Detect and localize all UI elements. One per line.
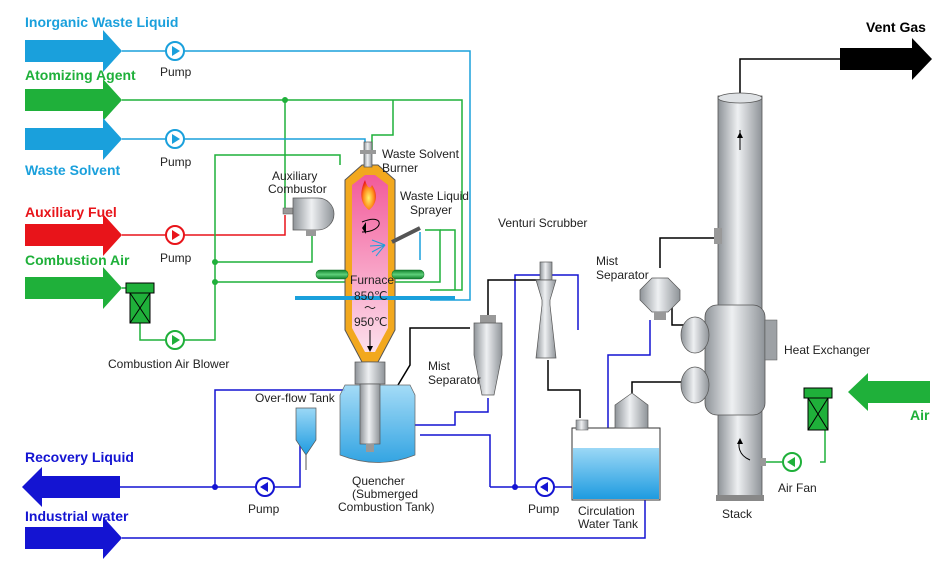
combustion-air-arrow [25, 267, 122, 309]
waste-liquid-sprayer-label-1: Waste Liquid [400, 189, 469, 203]
furnace-vessel [344, 164, 396, 363]
pump-solvent-label: Pump [160, 155, 192, 169]
venturi-to-tank-gas-line [547, 360, 581, 418]
air-fan-icon [760, 452, 802, 472]
mist-separator-2-label-2: Separator [596, 268, 649, 282]
pump-solvent-icon [165, 129, 185, 149]
waste-solvent-burner-label-1: Waste Solvent [382, 147, 460, 161]
auxiliary-combustor-label-2: Combustor [268, 182, 327, 196]
stack-column [714, 92, 764, 501]
recovery-liquid-label: Recovery Liquid [25, 449, 134, 465]
quencher-to-mist-gas-line [397, 327, 470, 386]
pump-circulation-label: Pump [528, 502, 560, 516]
waste-liquid-sprayer-icon [369, 226, 421, 257]
air-filter-icon [803, 387, 833, 431]
air-fan-line [820, 430, 826, 463]
waste-solvent-line [122, 138, 366, 160]
waste-solvent-burner-label-2: Burner [382, 161, 418, 175]
waste-solvent-label: Waste Solvent [25, 162, 121, 178]
air-arrow [848, 373, 930, 411]
combustion-air-blower-icon [165, 330, 185, 350]
furnace-temp-tilde: 〜 [364, 301, 376, 315]
pump-recovery-icon [255, 477, 275, 497]
pump-inorganic-label: Pump [160, 65, 192, 79]
quencher-recycle-line [214, 389, 345, 487]
venturi-scrubber-label: Venturi Scrubber [498, 216, 587, 230]
pump-fuel-label: Pump [160, 251, 192, 265]
overflow-tank-label: Over-flow Tank [255, 391, 336, 405]
circulation-to-quencher [420, 434, 491, 487]
mist-separator-1-label-2: Separator [428, 373, 481, 387]
mist-separator-1 [473, 315, 503, 396]
inorganic-waste-liquid-arrow [25, 30, 122, 72]
quencher-label-1: Quencher [352, 474, 405, 488]
atomizing-agent-label: Atomizing Agent [25, 67, 136, 83]
circulation-label-1: Circulation [578, 504, 635, 518]
quencher-vessel [339, 361, 416, 463]
atomizing-agent-arrow [25, 79, 122, 121]
combustion-air-branch-2 [215, 229, 441, 283]
furnace-label: Furnace [350, 273, 394, 287]
venturi-scrubber [535, 261, 557, 359]
industrial-water-arrow [25, 517, 122, 559]
circulation-to-mist [607, 320, 651, 440]
heat-exchanger-label: Heat Exchanger [784, 343, 870, 357]
tank-to-hx-gas-line [631, 381, 690, 395]
pump-recovery-label: Pump [248, 502, 280, 516]
auxiliary-fuel-arrow [25, 214, 122, 256]
furnace-temp-high: 850℃ [354, 289, 388, 303]
atomizing-agent-line [122, 99, 463, 291]
mist-separator-2 [639, 277, 681, 320]
stack-label: Stack [722, 507, 753, 521]
recovery-liquid-arrow [22, 467, 120, 507]
vent-gas-arrow [840, 38, 932, 80]
auxiliary-fuel-line [122, 215, 286, 236]
mist-to-stack-gas-line [659, 237, 720, 268]
junction-dots [212, 97, 518, 490]
waste-solvent-burner-icon [360, 141, 376, 168]
atomizing-branch-line-2 [371, 100, 394, 150]
combustion-air-branch-3 [440, 229, 456, 290]
industrial-water-line [122, 500, 646, 539]
mist-separator-1-label-1: Mist [428, 359, 451, 373]
auxiliary-combustor-icon [282, 197, 335, 236]
mist-to-quencher-line [415, 398, 489, 426]
auxiliary-combustor-label-1: Auxiliary [272, 169, 317, 183]
inorganic-waste-liquid-label: Inorganic Waste Liquid [25, 14, 179, 30]
pump-circulation-icon [535, 477, 555, 497]
pump-inorganic-icon [165, 41, 185, 61]
waste-solvent-arrow [25, 118, 122, 160]
overflow-tank [295, 407, 317, 470]
mist-to-venturi-gas-line [487, 262, 546, 315]
vent-gas-label: Vent Gas [866, 19, 926, 35]
combustion-air-blower-label: Combustion Air Blower [108, 357, 229, 371]
air-fan-label: Air Fan [778, 481, 817, 495]
furnace-bands [295, 269, 455, 300]
furnace-temp-low: 950℃ [354, 315, 388, 329]
waste-liquid-sprayer-label-2: Sprayer [410, 203, 452, 217]
stack-to-vent-gas-line [739, 58, 840, 98]
quencher-label-3: Combustion Tank) [338, 500, 435, 514]
combustion-air-filter-icon [125, 282, 155, 324]
auxiliary-fuel-label: Auxiliary Fuel [25, 204, 117, 220]
industrial-water-label: Industrial water [25, 508, 129, 524]
circulation-label-2: Water Tank [578, 517, 639, 531]
mist-separator-2-label-1: Mist [596, 254, 619, 268]
recovery-liquid-line [120, 430, 301, 488]
circulation-water-tank [571, 392, 661, 501]
air-label: Air [910, 407, 930, 423]
combustion-air-label: Combustion Air [25, 252, 130, 268]
heat-exchanger [680, 304, 778, 416]
quencher-label-2: (Submerged [352, 487, 418, 501]
combustion-air-branch-1 [215, 232, 313, 263]
pump-fuel-icon [165, 225, 185, 245]
